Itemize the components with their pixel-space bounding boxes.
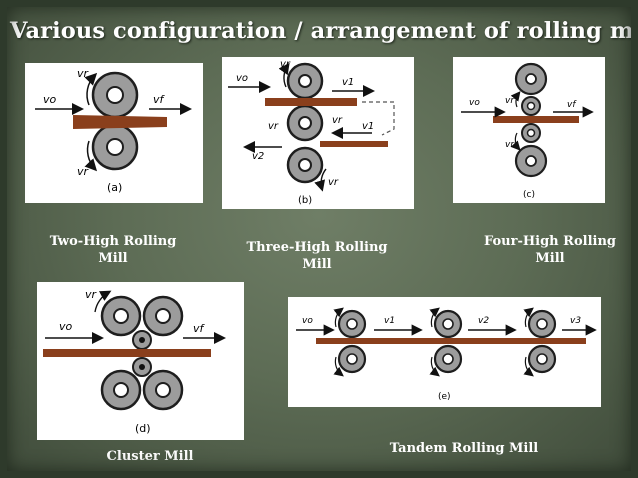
strip bbox=[316, 338, 586, 344]
upper-strip bbox=[265, 98, 357, 106]
top-left-backup-roll bbox=[100, 295, 142, 337]
rotation-arrow-2-bottom bbox=[429, 356, 440, 377]
caption-three-high-line-1: Three-High Rolling bbox=[246, 240, 388, 255]
label-v1-a: v1 bbox=[342, 77, 354, 88]
caption-two-high: Two-High Rolling Mill bbox=[38, 233, 188, 267]
rotation-arrow-top bbox=[278, 62, 290, 88]
rotation-arrow-3-bottom bbox=[523, 356, 534, 377]
bottom-roll bbox=[91, 123, 139, 171]
strip bbox=[493, 116, 579, 123]
label-v1-b: v1 bbox=[362, 121, 374, 132]
tandem-mill-figure: vo v1 v2 v3 (e) bbox=[288, 297, 601, 407]
caption-four-high: Four-High Rolling Mill bbox=[474, 233, 626, 267]
caption-four-high-line-1: Four-High Rolling bbox=[483, 234, 616, 249]
label-vr-top: vr bbox=[505, 96, 515, 106]
label-vr-3: vr bbox=[332, 115, 343, 126]
caption-cluster: Cluster Mill bbox=[90, 448, 210, 465]
figure-letter: (c) bbox=[523, 190, 535, 200]
bottom-right-backup-roll bbox=[142, 369, 184, 411]
label-vr-bottom: vr bbox=[77, 165, 90, 178]
label-vf: vf bbox=[193, 322, 206, 335]
top-roll bbox=[286, 62, 324, 100]
rotation-arrow-2-top bbox=[429, 307, 440, 328]
stand-1 bbox=[337, 309, 367, 374]
caption-two-high-line-1: Two-High Rolling bbox=[49, 234, 177, 249]
caption-tandem-line-1: Tandem Rolling Mill bbox=[389, 441, 539, 456]
label-vr-4: vr bbox=[328, 177, 339, 188]
bottom-backup-roll bbox=[514, 144, 548, 178]
label-v2: v2 bbox=[478, 316, 489, 326]
lower-strip bbox=[320, 141, 388, 147]
bottom-roll bbox=[286, 146, 324, 184]
label-v2: v2 bbox=[252, 151, 264, 162]
two-high-mill-figure: vo vr vf vr (a) bbox=[25, 63, 203, 203]
three-high-mill-figure: vo vr v1 vr vr v1 v2 vr (b) bbox=[222, 57, 414, 209]
figure-letter: (e) bbox=[438, 392, 451, 402]
label-v0: vo bbox=[43, 93, 57, 106]
caption-tandem: Tandem Rolling Mill bbox=[374, 440, 554, 457]
bottom-work-roll bbox=[521, 123, 541, 143]
label-v0: vo bbox=[236, 73, 248, 84]
rotation-arrow-1-top bbox=[333, 307, 344, 328]
rotation-arrow-3-top bbox=[523, 307, 534, 328]
caption-two-high-line-2: Mill bbox=[98, 251, 128, 266]
label-vf: vf bbox=[567, 100, 577, 110]
top-work-roll bbox=[132, 330, 152, 350]
caption-three-high: Three-High Rolling Mill bbox=[236, 239, 398, 273]
top-work-roll bbox=[521, 96, 541, 116]
figure-letter: (d) bbox=[135, 422, 151, 435]
label-v0: vo bbox=[302, 316, 313, 326]
label-vr-top: vr bbox=[77, 67, 90, 80]
rotation-arrow-top bbox=[84, 72, 98, 106]
label-vr-bottom: vr bbox=[505, 140, 515, 150]
stand-3 bbox=[527, 309, 557, 374]
return-path bbox=[362, 101, 395, 136]
cluster-mill-figure: vr vo vf (d) bbox=[37, 282, 244, 440]
rotation-arrow bbox=[94, 290, 112, 313]
caption-cluster-line-1: Cluster Mill bbox=[106, 449, 194, 464]
bottom-left-backup-roll bbox=[100, 369, 142, 411]
rotation-arrow-bottom bbox=[510, 132, 521, 151]
strip bbox=[73, 115, 167, 129]
rotation-arrow-bottom bbox=[84, 140, 98, 172]
caption-three-high-line-2: Mill bbox=[302, 257, 332, 272]
figure-letter: (a) bbox=[107, 181, 122, 194]
bottom-work-roll bbox=[132, 357, 152, 377]
stand-2 bbox=[433, 309, 463, 374]
label-v3: v3 bbox=[570, 316, 581, 326]
caption-four-high-line-2: Mill bbox=[535, 251, 565, 266]
top-roll bbox=[91, 71, 139, 119]
four-high-mill-figure: vo vr vf vr (c) bbox=[453, 57, 605, 203]
strip bbox=[43, 349, 211, 357]
figure-letter: (b) bbox=[298, 195, 312, 206]
label-vr-1: vr bbox=[280, 59, 291, 70]
label-v0: vo bbox=[469, 98, 480, 108]
middle-roll bbox=[286, 104, 324, 142]
rotation-arrow-bottom bbox=[314, 168, 327, 192]
rotation-arrow-1-bottom bbox=[333, 356, 344, 377]
label-v0: vo bbox=[59, 320, 73, 333]
label-v1: v1 bbox=[384, 316, 395, 326]
top-backup-roll bbox=[514, 62, 548, 96]
label-vr-2: vr bbox=[268, 121, 279, 132]
rotation-arrow-top bbox=[510, 91, 521, 108]
label-vf: vf bbox=[153, 93, 166, 106]
top-right-backup-roll bbox=[142, 295, 184, 337]
slide-title: Various configuration / arrangement of r… bbox=[10, 18, 638, 44]
label-vr: vr bbox=[85, 288, 98, 301]
